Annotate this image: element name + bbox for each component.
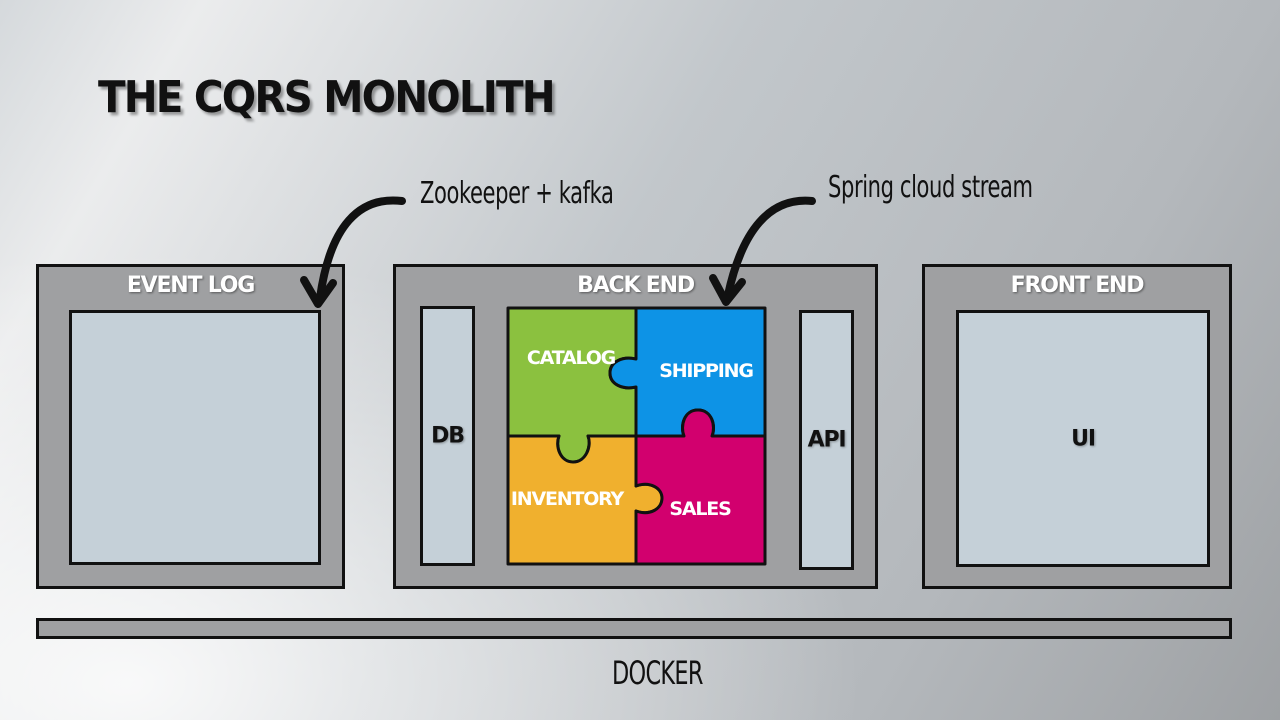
module-label-sales: SALES (669, 498, 731, 520)
module-label-inventory: INVENTORY (511, 488, 625, 510)
event-log-panel: EVENT LOG (36, 264, 345, 589)
api-label: API (807, 427, 847, 453)
db-label: DB (431, 423, 465, 449)
front-end-title: FRONT END (1010, 273, 1145, 298)
event-log-inner-box (69, 310, 321, 565)
annotation-spring-cloud-stream: Spring cloud stream (828, 170, 1033, 205)
ui-label: UI (1071, 426, 1096, 451)
puzzle-piece-sales (634, 408, 767, 566)
back-end-title: BACK END (577, 273, 695, 298)
front-end-panel: FRONT END UI (922, 264, 1232, 589)
module-label-shipping: SHIPPING (659, 360, 753, 382)
docker-bar (36, 618, 1232, 639)
db-box: DB (420, 306, 475, 566)
arrow-to-event-log (300, 196, 406, 308)
docker-label: DOCKER (612, 654, 703, 692)
slide-title: THE CQRS MONOLITH (98, 72, 556, 123)
event-log-title: EVENT LOG (126, 273, 256, 298)
annotation-zookeeper-kafka: Zookeeper + kafka (420, 176, 614, 211)
arrow-to-back-end (709, 196, 816, 306)
puzzle-modules: CATALOG SHIPPING INVENTORY SALES (506, 306, 767, 566)
api-box: API (799, 310, 854, 570)
module-label-catalog: CATALOG (527, 347, 616, 369)
ui-box: UI (956, 310, 1210, 567)
